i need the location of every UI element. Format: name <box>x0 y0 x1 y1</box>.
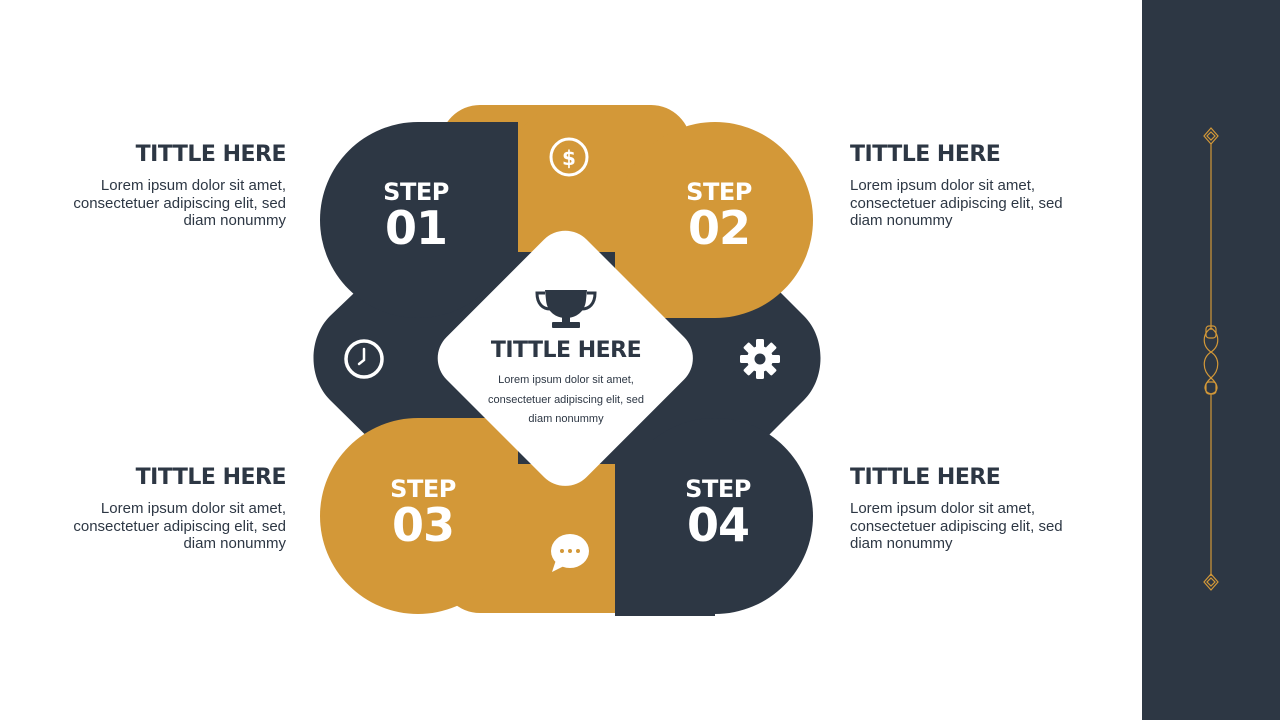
side-block-step-4: TITTLE HERE Lorem ipsum dolor sit amet, … <box>850 465 1090 553</box>
dollar-icon: $ <box>549 137 589 177</box>
side-block-step-1: TITTLE HERE Lorem ipsum dolor sit amet, … <box>46 142 286 230</box>
side-body: Lorem ipsum dolor sit amet, consectetuer… <box>73 500 286 552</box>
side-body: Lorem ipsum dolor sit amet, consectetuer… <box>73 177 286 229</box>
step-word: STEP <box>686 178 752 206</box>
step-number: 01 <box>384 201 448 255</box>
step-3-label: STEP 03 <box>353 476 493 548</box>
side-panel <box>1142 0 1280 720</box>
side-body: Lorem ipsum dolor sit amet, consectetuer… <box>850 500 1063 552</box>
step-word: STEP <box>685 475 751 503</box>
step-number: 02 <box>687 201 751 255</box>
chat-icon <box>551 534 589 572</box>
side-body: Lorem ipsum dolor sit amet, consectetuer… <box>850 177 1063 229</box>
side-title: TITTLE HERE <box>850 465 1001 490</box>
cycle-diagram: $ <box>313 105 821 616</box>
step-1-label: STEP 01 <box>346 179 486 251</box>
step-2-label: STEP 02 <box>649 179 789 251</box>
step-4-label: STEP 04 <box>648 476 788 548</box>
svg-text:$: $ <box>562 146 576 170</box>
step-1-shape <box>320 122 518 318</box>
center-diamond <box>437 230 693 486</box>
clock-icon <box>344 339 384 379</box>
step-3-shape <box>320 418 518 614</box>
step-4-shape <box>615 418 813 616</box>
center-title: TITTLE HERE <box>490 338 642 363</box>
step-number: 03 <box>391 498 455 552</box>
ornament-line <box>1203 127 1219 591</box>
side-title: TITTLE HERE <box>135 142 287 167</box>
side-title: TITTLE HERE <box>850 142 1001 167</box>
step-word: STEP <box>390 475 456 503</box>
side-block-step-3: TITTLE HERE Lorem ipsum dolor sit amet, … <box>46 465 286 553</box>
center-content: TITTLE HERE Lorem ipsum dolor sit amet, … <box>476 280 656 430</box>
trophy-icon <box>535 290 597 328</box>
side-title: TITTLE HERE <box>135 465 287 490</box>
step-word: STEP <box>383 178 449 206</box>
side-block-step-2: TITTLE HERE Lorem ipsum dolor sit amet, … <box>850 142 1090 230</box>
gear-icon <box>740 339 780 379</box>
center-body: Lorem ipsum dolor sit amet, consectetuer… <box>488 374 644 425</box>
step-number: 04 <box>686 498 750 552</box>
